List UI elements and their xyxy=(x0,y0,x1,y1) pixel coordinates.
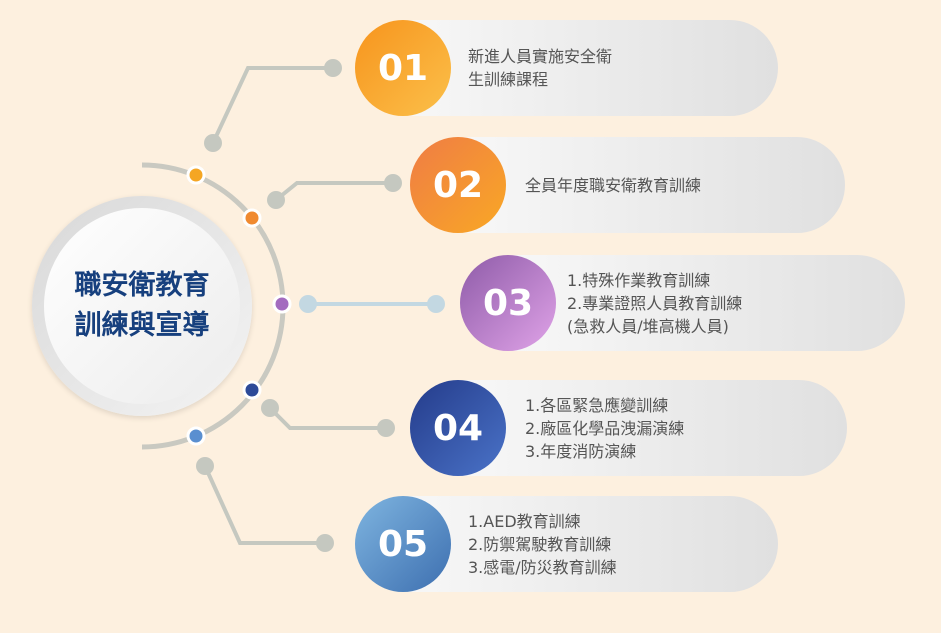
number-badge: 04 xyxy=(410,380,506,476)
arc-dot-03 xyxy=(272,294,292,314)
connector-01 xyxy=(211,66,333,144)
item-text: 1.AED教育訓練 2.防禦駕駛教育訓練 3.感電/防災教育訓練 xyxy=(468,510,617,579)
connector-02 xyxy=(274,181,393,202)
item-line: 1.各區緊急應變訓練 xyxy=(525,395,669,415)
item-line: 3.年度消防演練 xyxy=(525,441,637,461)
item-line: (急救人員/堆高機人員) xyxy=(567,316,729,336)
item-line: 新進人員實施安全衛 xyxy=(468,47,613,66)
item-line: 2.廠區化學品洩漏演練 xyxy=(525,418,685,438)
item-line: 生訓練課程 xyxy=(468,70,549,89)
item-line: 全員年度職安衛教育訓練 xyxy=(525,175,702,195)
arc-dot-04 xyxy=(242,380,262,400)
item-line: 2.專業證照人員教育訓練 xyxy=(567,293,743,313)
item-line: 1.特殊作業教育訓練 xyxy=(567,270,711,290)
center-title-line1: 職安衛教育 xyxy=(74,270,210,301)
arc-dot-01 xyxy=(186,165,206,185)
item-text: 1.各區緊急應變訓練 2.廠區化學品洩漏演練 3.年度消防演練 xyxy=(525,394,684,463)
item-text: 新進人員實施安全衛生訓練課程 xyxy=(468,45,612,91)
item-line: 1.AED教育訓練 xyxy=(468,511,581,531)
item-line: 2.防禦駕駛教育訓練 xyxy=(468,534,612,554)
center-title-line2: 訓練與宣導 xyxy=(74,310,210,341)
number-badge: 02 xyxy=(410,137,506,233)
connector-04 xyxy=(268,406,386,430)
item-text: 1.特殊作業教育訓練 2.專業證照人員教育訓練 (急救人員/堆高機人員) xyxy=(567,269,742,338)
connector-05 xyxy=(203,465,325,545)
number-badge: 03 xyxy=(460,255,556,351)
item-line: 3.感電/防災教育訓練 xyxy=(468,557,617,577)
arc-dot-02 xyxy=(242,208,262,228)
item-text: 全員年度職安衛教育訓練 xyxy=(525,174,701,197)
number-badge: 05 xyxy=(355,496,451,592)
number-badge: 01 xyxy=(355,20,451,116)
arc-dot-05 xyxy=(186,426,206,446)
center-circle: 職安衛教育訓練與宣導 xyxy=(32,196,252,416)
